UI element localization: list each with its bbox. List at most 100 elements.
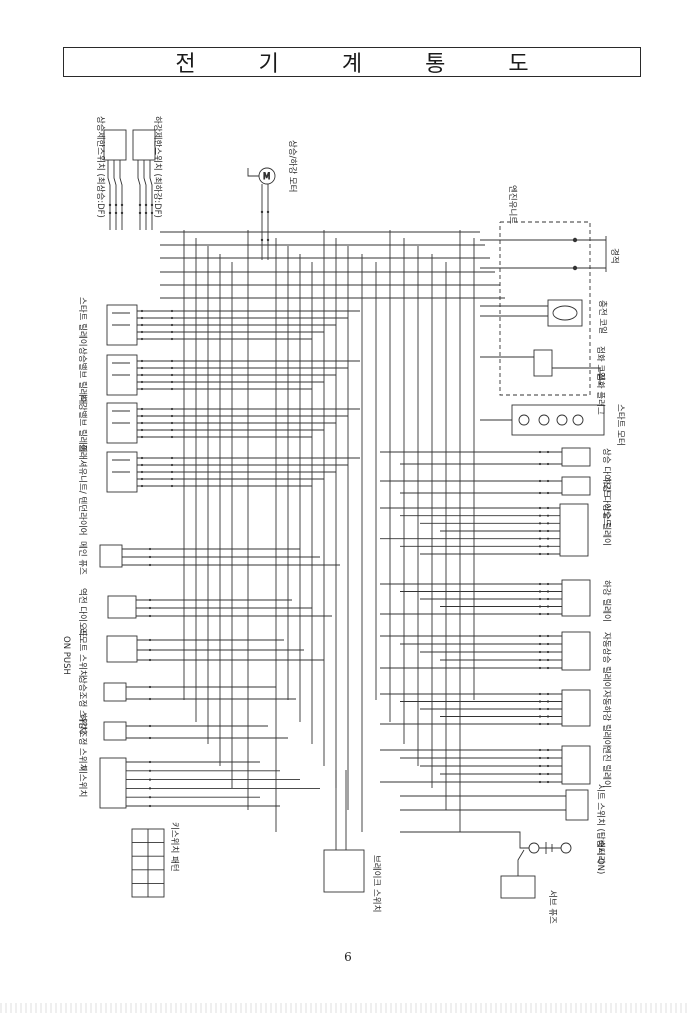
limit-switch-pin bbox=[108, 203, 112, 207]
relay-pin bbox=[140, 337, 144, 341]
label-sub-fuse: 서브 퓨즈 bbox=[547, 890, 557, 924]
label-seat-switch: 시트 스위치 (탑승시 ON) bbox=[595, 784, 606, 874]
right-pin bbox=[538, 537, 542, 540]
right-pin bbox=[546, 722, 550, 726]
components: M bbox=[99, 129, 607, 899]
limit-switch-pin bbox=[150, 211, 154, 215]
label-horn: 경적 bbox=[609, 248, 620, 264]
right-pin bbox=[538, 715, 542, 718]
right-pin bbox=[538, 634, 542, 638]
label-lift-valve-relay: 상승밸브 릴레이 bbox=[77, 347, 88, 404]
right-pin bbox=[546, 642, 550, 646]
seat-switch-box bbox=[565, 789, 589, 821]
spark-lead bbox=[552, 367, 601, 385]
right-pin bbox=[546, 590, 550, 593]
right-pin bbox=[546, 658, 550, 662]
relay-pin bbox=[140, 373, 144, 377]
battery-terminal bbox=[560, 842, 572, 854]
relay-pin bbox=[170, 309, 174, 313]
starter-terminal bbox=[556, 414, 568, 426]
right-pin bbox=[538, 552, 542, 556]
right-pin bbox=[538, 642, 542, 646]
horn-terminal bbox=[572, 237, 578, 243]
relay-pin bbox=[140, 309, 144, 313]
label-upper-limit-switch: 상승제한스위치 (최상승:DF) bbox=[95, 116, 106, 218]
right-pin bbox=[538, 772, 542, 776]
label-lift-relay: 상승 릴레이 bbox=[601, 504, 612, 546]
right-component-box bbox=[561, 579, 591, 617]
right-pin bbox=[538, 491, 542, 495]
right-pin bbox=[538, 756, 542, 760]
right-pin bbox=[546, 700, 550, 703]
relay-pin bbox=[170, 470, 174, 474]
limit-switch-box bbox=[103, 129, 127, 161]
right-pin bbox=[538, 764, 542, 768]
engine-unit-box bbox=[499, 221, 591, 396]
horn-terminal bbox=[572, 265, 578, 271]
label-brake-switch: 브레이크 스위치 bbox=[371, 855, 382, 912]
label-reverse-diode: 역전 다이오드 bbox=[77, 588, 88, 638]
right-pin bbox=[546, 537, 550, 540]
right-pin bbox=[538, 545, 542, 548]
component-labels: 상승제한스위치 (최상승:DF)하강제한스위치 (최하강:DF)상승/하강 모터… bbox=[61, 116, 625, 924]
right-pin bbox=[546, 748, 550, 752]
limit-switch-pin bbox=[114, 211, 118, 215]
label-lower-diode: 하강 다이오드 bbox=[601, 477, 612, 527]
starter-terminal bbox=[572, 414, 584, 426]
ignition-coil-box bbox=[533, 349, 553, 377]
right-pin bbox=[538, 605, 542, 608]
label-lift-diode: 상승 다이오드 bbox=[601, 448, 612, 498]
relay-pin bbox=[170, 366, 174, 370]
label-lower-valve-relay: 하강밸브 릴레이 bbox=[77, 395, 88, 452]
component-pin bbox=[148, 804, 152, 808]
right-component-box bbox=[561, 447, 591, 467]
component-box bbox=[103, 721, 127, 741]
component-pin bbox=[148, 769, 152, 772]
relay-pin bbox=[170, 477, 174, 481]
right-pin bbox=[538, 529, 542, 533]
limit-switch-box bbox=[132, 129, 156, 161]
label-remote-switch: 리모트 스위치 bbox=[77, 628, 87, 678]
limit-switch-pin bbox=[120, 211, 124, 215]
relay-pin bbox=[140, 470, 144, 474]
label-engine-unit: 엔진유니트 bbox=[507, 185, 518, 224]
limit-switch-lead bbox=[113, 160, 117, 230]
connectors bbox=[108, 203, 578, 808]
component-pin bbox=[148, 778, 152, 781]
relay-pin bbox=[170, 359, 174, 363]
relay-pin bbox=[170, 456, 174, 460]
right-component-box bbox=[559, 503, 589, 557]
right-pin bbox=[538, 666, 542, 670]
relay-pin bbox=[140, 463, 144, 467]
right-pin bbox=[538, 650, 542, 654]
right-component-box bbox=[561, 476, 591, 496]
sub-fuse-wire bbox=[517, 849, 525, 876]
right-pin bbox=[546, 514, 550, 517]
label-spark-plug: 점화 플러그 bbox=[595, 373, 606, 415]
label-main-fuse: 메인 퓨즈 bbox=[77, 541, 88, 575]
right-pin bbox=[546, 707, 550, 711]
label-start-relay: 스타트 릴레이 bbox=[77, 297, 88, 347]
right-pin bbox=[546, 506, 550, 510]
motor-pin bbox=[260, 238, 264, 242]
component-pin bbox=[148, 760, 152, 764]
limit-switch-pin bbox=[144, 211, 148, 215]
charge-coil-box bbox=[547, 299, 583, 327]
right-pin bbox=[538, 582, 542, 586]
relay-box bbox=[106, 402, 138, 444]
brake-switch-box bbox=[323, 849, 365, 893]
component-pin bbox=[148, 614, 152, 618]
label-lift-motor: 상승/하강 모터 bbox=[287, 140, 298, 193]
right-pin bbox=[546, 756, 550, 760]
component-pin bbox=[148, 658, 152, 662]
component-pin bbox=[148, 547, 152, 551]
right-pin bbox=[538, 748, 542, 752]
right-component-box bbox=[561, 745, 591, 785]
relay-box bbox=[106, 354, 138, 396]
component-pin bbox=[148, 685, 152, 689]
relay-pin bbox=[140, 435, 144, 439]
starter-terminal bbox=[518, 414, 530, 426]
right-pin bbox=[546, 462, 550, 466]
